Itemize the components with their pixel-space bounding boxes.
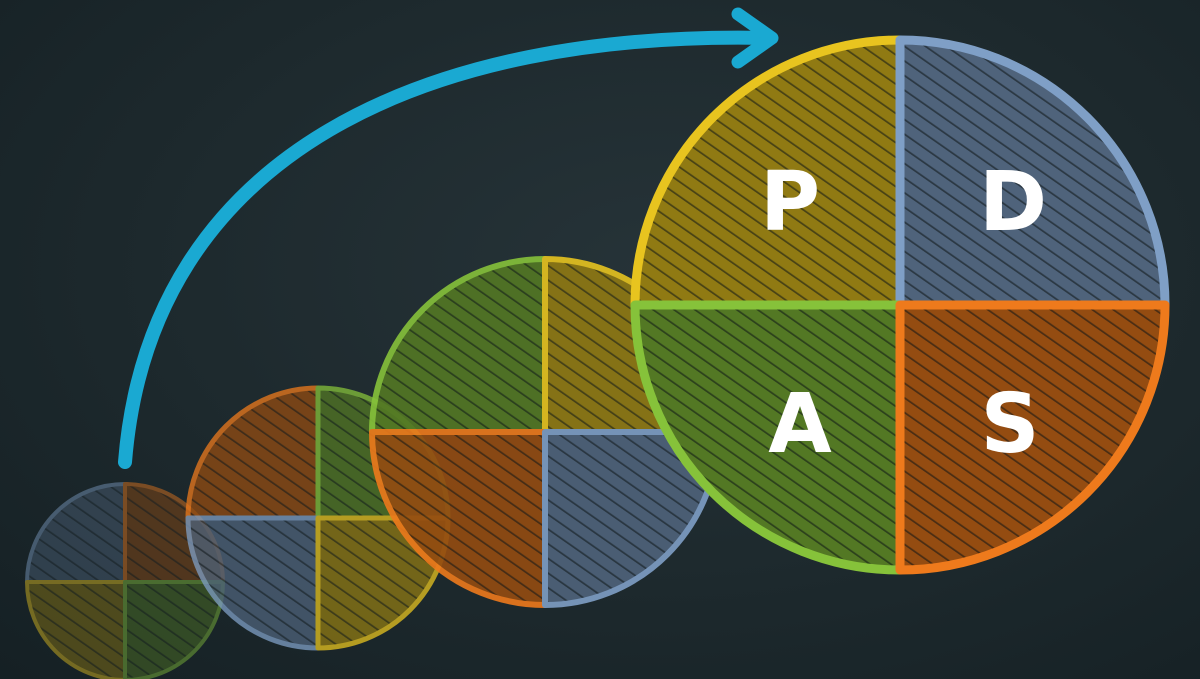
- act-label: A: [768, 377, 832, 472]
- cycle-4-do-outline: [895, 35, 1170, 310]
- cycle-3-study-hatch: [372, 432, 545, 605]
- cycle-2-do-hatch: [188, 518, 318, 648]
- do-label: D: [979, 155, 1047, 250]
- cycle-2-study-hatch: [188, 388, 318, 518]
- cycle-3: [369, 256, 721, 608]
- cycle-2-study-outline: [185, 385, 321, 521]
- cycle-4-plan-hatch: [635, 40, 900, 305]
- cycle-4-study-hatch: [900, 305, 1165, 570]
- cycle-4-study-outline: [895, 300, 1170, 575]
- cycle-4: [630, 35, 1170, 575]
- progress-arrow: [118, 30, 777, 469]
- cycle-3-study-outline: [369, 429, 548, 608]
- study-label: S: [980, 377, 1039, 472]
- cycle-1-plan-hatch: [27, 582, 125, 679]
- cycle-1: [25, 482, 225, 679]
- cycle-1-act-hatch: [125, 582, 223, 679]
- cycle-3-act-outline: [369, 256, 548, 435]
- cycle-3-act-hatch: [372, 259, 545, 432]
- cycle-2-do-outline: [185, 515, 321, 651]
- cycle-4-act-outline: [630, 300, 905, 575]
- progress-arrowhead-icon: [731, 7, 779, 69]
- cycle-1-do-outline: [25, 482, 127, 584]
- cycle-4-act-hatch: [635, 305, 900, 570]
- cycle-1-do-hatch: [27, 484, 125, 582]
- cycle-3-do-hatch: [545, 432, 718, 605]
- plan-label: P: [760, 155, 820, 250]
- cycle-4-plan-outline: [630, 35, 905, 310]
- cycle-4-do-hatch: [900, 40, 1165, 305]
